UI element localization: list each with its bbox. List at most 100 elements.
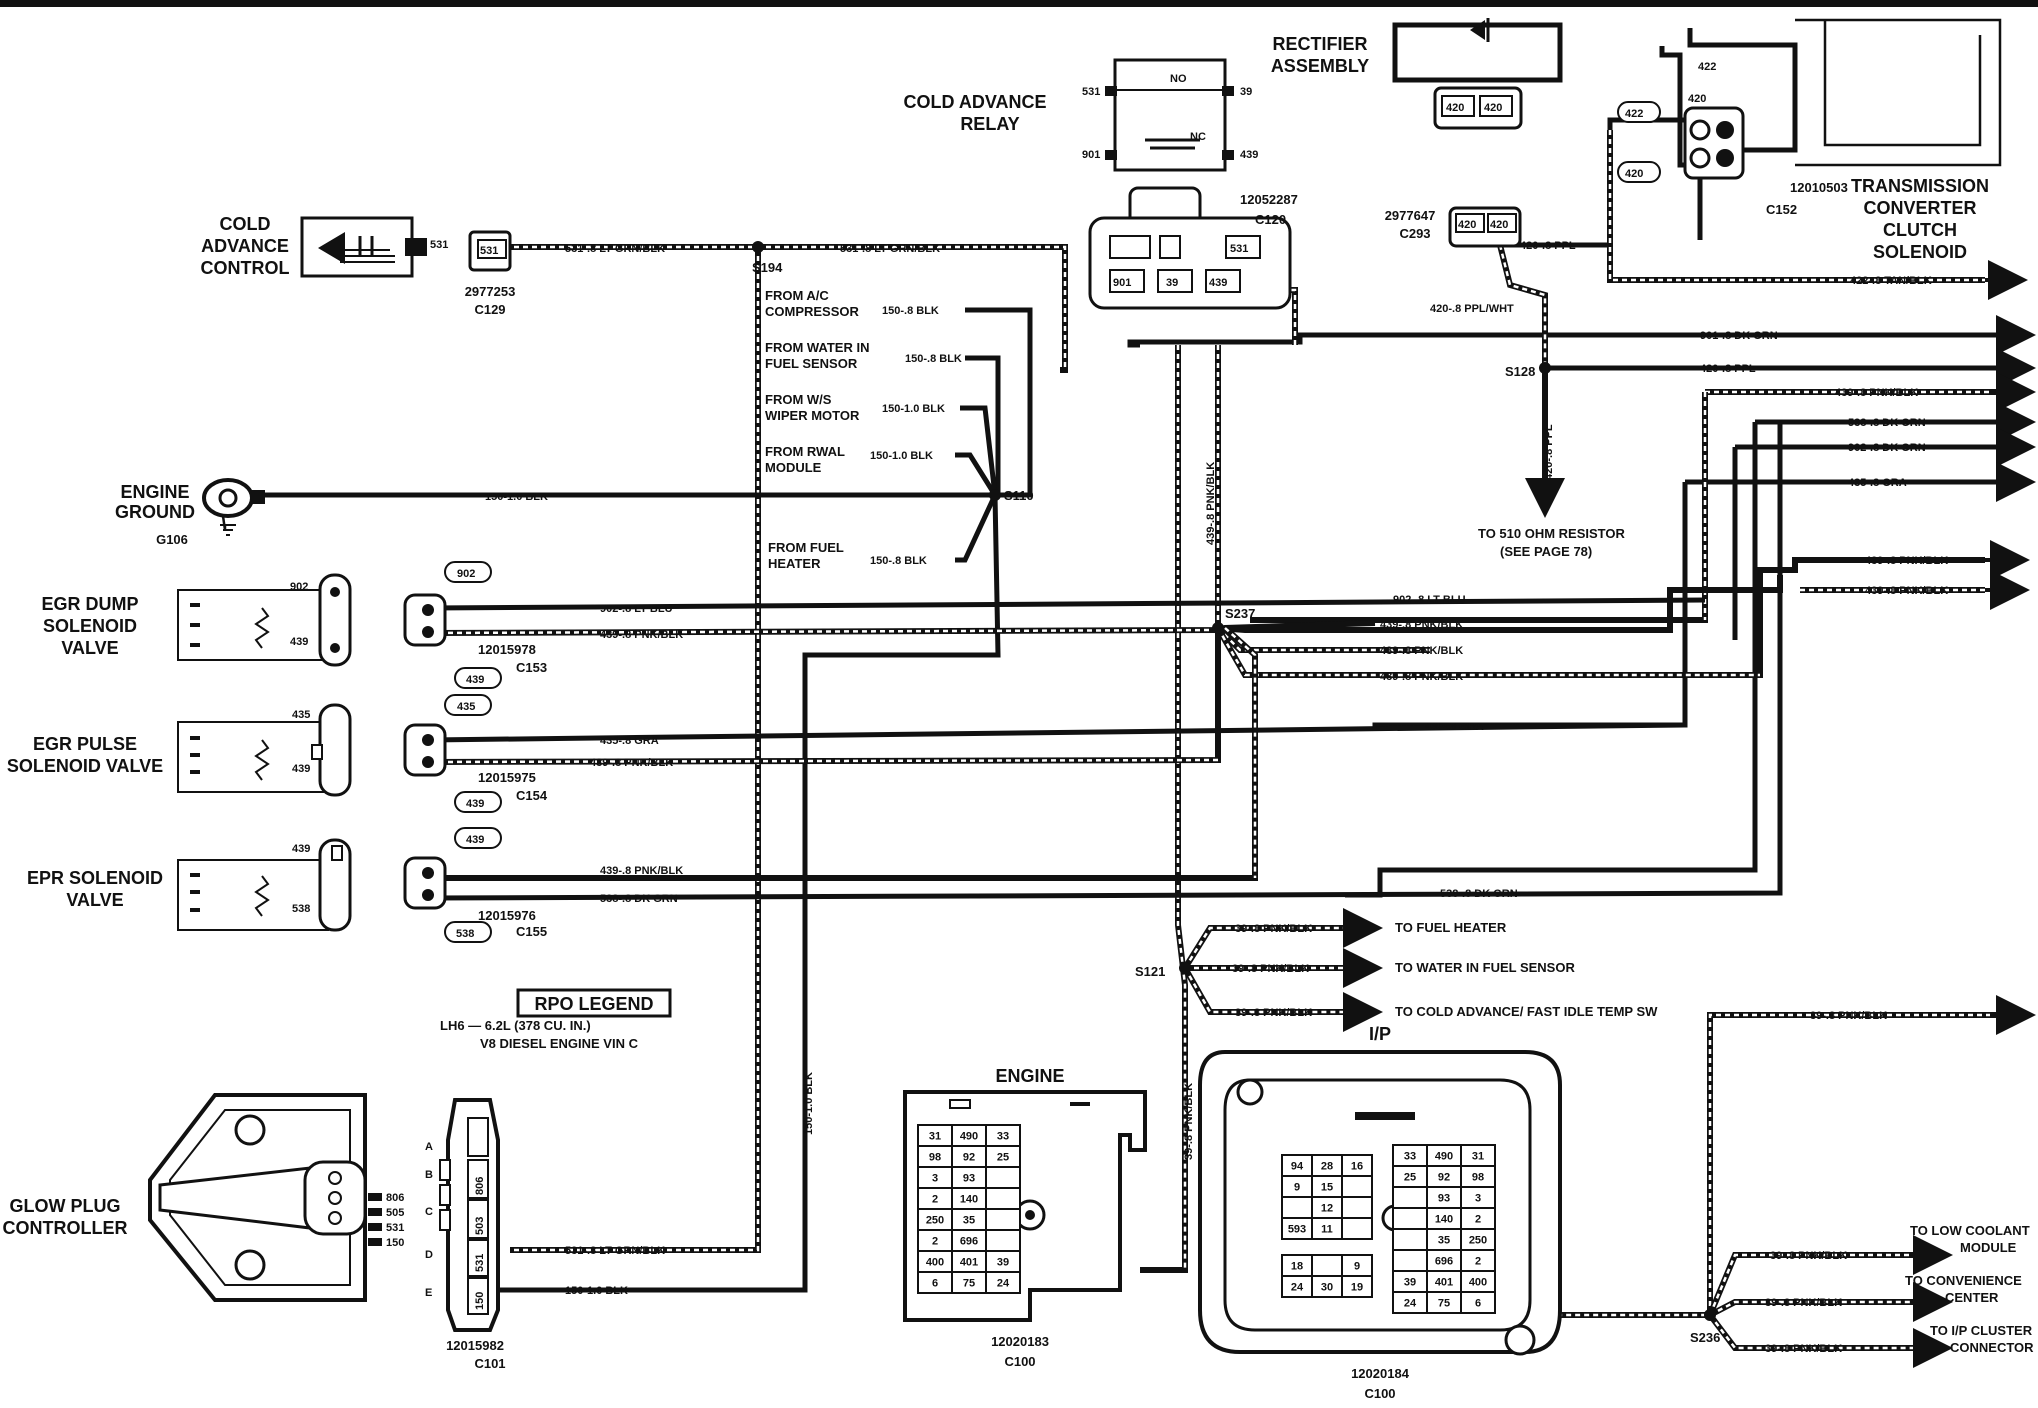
c129-id: C129 bbox=[474, 302, 505, 317]
c152-part: 12010503 bbox=[1790, 180, 1848, 195]
tcc-label-1: TRANSMISSION bbox=[1851, 176, 1989, 196]
svg-text:439-.8 PNK/BLK: 439-.8 PNK/BLK bbox=[590, 757, 673, 769]
g106-label: G106 bbox=[156, 532, 188, 547]
svg-text:420: 420 bbox=[1484, 102, 1502, 114]
ip-left-cavity-1-2 bbox=[1341, 1175, 1373, 1198]
svg-text:901-.8 DK GRN: 901-.8 DK GRN bbox=[1700, 330, 1778, 342]
ip-left-cavity-label: 593 bbox=[1288, 1224, 1306, 1236]
ip-low-cavity-label: 19 bbox=[1351, 1282, 1363, 1294]
cold-advance-relay-label-2: RELAY bbox=[960, 114, 1019, 134]
svg-text:420: 420 bbox=[1458, 219, 1476, 231]
engine-cavity-label: 24 bbox=[997, 1278, 1010, 1290]
svg-text:902: 902 bbox=[457, 568, 475, 580]
s194: S194 bbox=[752, 260, 783, 275]
svg-text:COMPRESSOR: COMPRESSOR bbox=[765, 304, 860, 319]
engine-cavity-label: 93 bbox=[963, 1173, 975, 1185]
ip-right-cavity-label: 98 bbox=[1472, 1172, 1484, 1184]
ip-left-cavity-label: 12 bbox=[1321, 1203, 1333, 1215]
engine-cavity-label: 6 bbox=[932, 1278, 938, 1290]
cold-advance-relay: NO NC 531 39 901 439 bbox=[1082, 58, 1258, 172]
c100-ip-id: C100 bbox=[1364, 1386, 1395, 1401]
svg-text:(SEE PAGE 78): (SEE PAGE 78) bbox=[1500, 544, 1592, 559]
svg-text:150-1.0 BLK: 150-1.0 BLK bbox=[485, 491, 548, 503]
ip-right-cavity-label: 39 bbox=[1404, 1277, 1416, 1289]
ip-low-cavity-label: 18 bbox=[1291, 1261, 1303, 1273]
svg-text:FROM WATER IN: FROM WATER IN bbox=[765, 340, 869, 355]
c293-id: C293 bbox=[1399, 226, 1430, 241]
svg-text:439-.8 PNK/BLK: 439-.8 PNK/BLK bbox=[1835, 387, 1918, 399]
c101-part: 12015982 bbox=[446, 1338, 504, 1353]
engine-cavity-label: 696 bbox=[960, 1236, 978, 1248]
svg-text:538: 538 bbox=[456, 928, 474, 940]
engine-cavity-label: 39 bbox=[997, 1257, 1009, 1269]
svg-text:150: 150 bbox=[474, 1292, 486, 1310]
rectifier-label-1: RECTIFIER bbox=[1272, 34, 1367, 54]
epr-solenoid-valve: 439 538 bbox=[177, 838, 352, 932]
svg-text:39-.8 PNK/BLK: 39-.8 PNK/BLK bbox=[1183, 1083, 1195, 1160]
c154-part: 12015975 bbox=[478, 770, 536, 785]
cold-advance-control-label-1: COLD bbox=[220, 214, 271, 234]
svg-text:439: 439 bbox=[466, 798, 484, 810]
relay-nc: NC bbox=[1190, 131, 1206, 143]
destination-labels: TO 510 OHM RESISTOR (SEE PAGE 78) TO FUE… bbox=[1395, 526, 2034, 1355]
relay-901: 901 bbox=[1082, 149, 1100, 161]
svg-text:150-.8 BLK: 150-.8 BLK bbox=[882, 305, 939, 317]
svg-text:150-.8 BLK: 150-.8 BLK bbox=[870, 555, 927, 567]
svg-text:FROM W/S: FROM W/S bbox=[765, 392, 832, 407]
c120-id: C120 bbox=[1255, 212, 1286, 227]
rectifier-assembly: 420 420 bbox=[1433, 18, 1523, 130]
engine-cavity-3-2 bbox=[985, 1187, 1021, 1210]
engine-cavity-label: 31 bbox=[929, 1131, 941, 1143]
svg-text:150-1.0 BLK: 150-1.0 BLK bbox=[803, 1072, 815, 1135]
engine-cavity-label: 401 bbox=[960, 1257, 978, 1269]
ip-right-cavity-3-0 bbox=[1392, 1207, 1428, 1230]
svg-text:439: 439 bbox=[292, 843, 310, 855]
svg-text:C: C bbox=[425, 1206, 433, 1218]
svg-text:902-.8 DK GRN: 902-.8 DK GRN bbox=[1848, 442, 1926, 454]
svg-text:538-.8 DK GRN: 538-.8 DK GRN bbox=[1848, 417, 1926, 429]
ip-low-cavity-1-2 bbox=[1341, 1275, 1373, 1298]
svg-text:439: 439 bbox=[466, 674, 484, 686]
svg-text:531-.8 LT GRN/BLK: 531-.8 LT GRN/BLK bbox=[565, 243, 665, 255]
ip-right-cavity-label: 24 bbox=[1404, 1298, 1417, 1310]
svg-text:TO I/P CLUSTER: TO I/P CLUSTER bbox=[1930, 1323, 2033, 1338]
rpo-legend: RPO LEGEND LH6 — 6.2L (378 CU. IN.) V8 D… bbox=[440, 988, 672, 1051]
egr-pulse-label-1: EGR PULSE bbox=[33, 734, 137, 754]
ip-right-cavity-label: 490 bbox=[1435, 1151, 1453, 1163]
engine-cavity-label: 92 bbox=[963, 1152, 975, 1164]
svg-text:420-.8 PPL: 420-.8 PPL bbox=[1543, 424, 1555, 480]
ip-right-cavity-label: 2 bbox=[1475, 1214, 1481, 1226]
svg-text:MODULE: MODULE bbox=[1960, 1240, 2017, 1255]
s110: S110 bbox=[1004, 488, 1034, 503]
c155-id: C155 bbox=[516, 924, 547, 939]
svg-text:439: 439 bbox=[290, 636, 308, 648]
engine-cavity-label: 2 bbox=[932, 1194, 938, 1206]
c152-id: C152 bbox=[1766, 202, 1797, 217]
rectifier-label-2: ASSEMBLY bbox=[1271, 56, 1369, 76]
engine-cavity-5-2 bbox=[985, 1229, 1021, 1252]
s121: S121 bbox=[1135, 964, 1165, 979]
svg-text:435-.8 GRA: 435-.8 GRA bbox=[600, 735, 659, 747]
engine-cavity-label: 2 bbox=[932, 1236, 938, 1248]
svg-text:902-.8 LT BLU: 902-.8 LT BLU bbox=[600, 603, 673, 615]
ip-left-cavity-3-2 bbox=[1341, 1217, 1373, 1240]
svg-text:901: 901 bbox=[1113, 277, 1131, 289]
svg-text:150-1.0 BLK: 150-1.0 BLK bbox=[870, 450, 933, 462]
svg-text:A: A bbox=[425, 1141, 433, 1153]
svg-text:505: 505 bbox=[386, 1207, 404, 1219]
ip-left-cavity-2-0 bbox=[1281, 1196, 1313, 1219]
s236: S236 bbox=[1690, 1330, 1720, 1345]
svg-text:TO 510 OHM RESISTOR: TO 510 OHM RESISTOR bbox=[1478, 526, 1626, 541]
svg-text:439-.8 PNK/BLK: 439-.8 PNK/BLK bbox=[1205, 462, 1217, 545]
cold-advance-relay-label-1: COLD ADVANCE bbox=[904, 92, 1047, 112]
ip-left-cavity-2-2 bbox=[1341, 1196, 1373, 1219]
engine-cavity-label: 75 bbox=[963, 1278, 975, 1290]
c100-ip-part: 12020184 bbox=[1351, 1366, 1410, 1381]
epr-label-1: EPR SOLENOID bbox=[27, 868, 163, 888]
svg-text:439-.8 PNK/BLK: 439-.8 PNK/BLK bbox=[600, 629, 683, 641]
connector-c154: 435 439 12015975 C154 bbox=[403, 694, 548, 813]
engine-cavity-label: 35 bbox=[963, 1215, 975, 1227]
svg-text:150-1.0 BLK: 150-1.0 BLK bbox=[882, 403, 945, 415]
svg-text:CENTER: CENTER bbox=[1945, 1290, 1999, 1305]
